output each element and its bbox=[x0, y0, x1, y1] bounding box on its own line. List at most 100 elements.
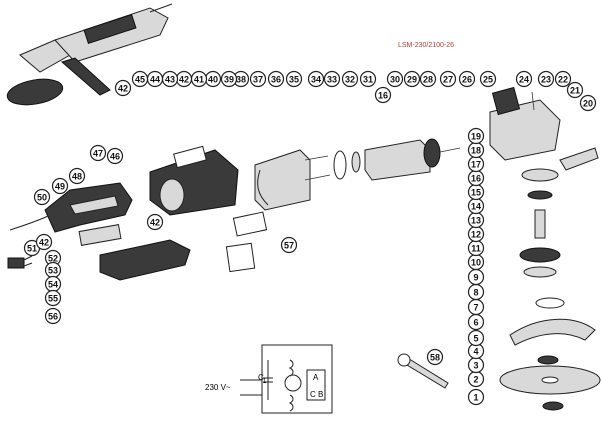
part-number-callout: 30 bbox=[386, 70, 404, 88]
voltage-label: 230 V~ bbox=[205, 383, 231, 392]
part-number-label: 36 bbox=[271, 75, 281, 85]
wheel-guard bbox=[509, 318, 596, 346]
part-number-callout: 42 bbox=[146, 213, 164, 231]
part-number-label: 48 bbox=[72, 172, 82, 182]
part-number-callout: 2 bbox=[467, 370, 485, 388]
part-number-callout: 45 bbox=[131, 70, 149, 88]
part-number-callout: 24 bbox=[515, 70, 533, 88]
part-number-callout: 34 bbox=[307, 70, 325, 88]
main-housing-group bbox=[7, 86, 601, 411]
part-number-callout: 26 bbox=[458, 70, 476, 88]
part-number-callout: 5 bbox=[467, 329, 485, 347]
plug-icon bbox=[7, 257, 25, 269]
part-number-label: 2 bbox=[473, 375, 478, 385]
part-number-label: 3 bbox=[473, 361, 478, 371]
part-number-callout: 41 bbox=[190, 70, 208, 88]
bearing-flange bbox=[519, 247, 561, 263]
svg-text:1: 1 bbox=[263, 379, 267, 385]
part-number-callout: 18 bbox=[467, 141, 485, 159]
part-number-label: 42 bbox=[150, 218, 160, 228]
gear-head bbox=[489, 99, 561, 161]
part-number-label: 23 bbox=[541, 75, 551, 85]
part-number-label: 35 bbox=[289, 75, 299, 85]
part-number-label: 20 bbox=[583, 99, 593, 109]
part-number-label: 1 bbox=[473, 393, 478, 403]
part-number-label: 45 bbox=[135, 75, 145, 85]
part-number-callout: 12 bbox=[467, 225, 485, 243]
part-number-callout: 55 bbox=[44, 289, 62, 307]
part-number-label: 14 bbox=[471, 202, 481, 212]
side-handle bbox=[559, 147, 599, 171]
part-number-label: 56 bbox=[48, 312, 58, 322]
part-number-callout: 48 bbox=[68, 167, 86, 185]
bearing-ring bbox=[333, 150, 347, 180]
part-number-label: 38 bbox=[236, 75, 246, 85]
part-number-label: 15 bbox=[471, 188, 481, 198]
part-number-callout: 50 bbox=[33, 188, 51, 206]
part-number-callout: 21 bbox=[566, 81, 584, 99]
part-number-label: 46 bbox=[110, 152, 120, 162]
svg-text:C: C bbox=[310, 390, 316, 399]
part-number-callout: 3 bbox=[467, 356, 485, 374]
part-number-callout: 49 bbox=[51, 177, 69, 195]
wiring-schematic: C 1 A C B 230 V~ bbox=[205, 344, 333, 414]
part-number-callout: 44 bbox=[146, 70, 164, 88]
part-number-callout: 1 bbox=[467, 388, 485, 406]
part-number-label: 54 bbox=[48, 280, 58, 290]
svg-text:B: B bbox=[318, 390, 323, 399]
part-number-callout: 16 bbox=[374, 86, 392, 104]
part-number-label: 16 bbox=[471, 174, 481, 184]
part-number-callout: 19 bbox=[467, 127, 485, 145]
part-number-callout: 28 bbox=[419, 70, 437, 88]
part-number-callout: 25 bbox=[479, 70, 497, 88]
model-label: LSM-230/2100-26 bbox=[398, 42, 454, 49]
part-number-callout: 27 bbox=[439, 70, 457, 88]
part-number-label: 57 bbox=[284, 241, 294, 251]
part-number-callout: 31 bbox=[359, 70, 377, 88]
part-number-label: 6 bbox=[473, 318, 478, 328]
part-number-callout: 14 bbox=[467, 197, 485, 215]
part-number-callout: 42 bbox=[114, 79, 132, 97]
part-number-label: 53 bbox=[48, 266, 58, 276]
part-number-callout: 13 bbox=[467, 211, 485, 229]
part-number-label: 50 bbox=[37, 193, 47, 203]
part-number-label: 22 bbox=[558, 75, 568, 85]
part-number-label: 21 bbox=[570, 86, 580, 96]
part-number-label: 29 bbox=[407, 75, 417, 85]
part-number-callout: 53 bbox=[44, 261, 62, 279]
part-number-callout: 23 bbox=[537, 70, 555, 88]
part-number-callout: 56 bbox=[44, 307, 62, 325]
part-number-label: 12 bbox=[471, 230, 481, 240]
part-number-callout: 38 bbox=[232, 70, 250, 88]
part-number-callout: 22 bbox=[554, 70, 572, 88]
power-cable bbox=[9, 215, 49, 231]
part-number-label: 34 bbox=[311, 75, 321, 85]
cap-label: C bbox=[258, 373, 264, 382]
assembled-grinder-thumbnail bbox=[6, 3, 173, 106]
part-number-callout: 46 bbox=[106, 147, 124, 165]
part-number-callout: 10 bbox=[467, 253, 485, 271]
part-number-label: 27 bbox=[443, 75, 453, 85]
part-number-label: 17 bbox=[471, 160, 481, 170]
switch-box bbox=[306, 369, 326, 401]
part-number-callout: 47 bbox=[89, 144, 107, 162]
part-number-label: 42 bbox=[179, 75, 189, 85]
part-number-label: 51 bbox=[27, 244, 37, 254]
part-number-label: 11 bbox=[471, 244, 481, 254]
part-number-label: 42 bbox=[39, 238, 49, 248]
part-number-callout: 32 bbox=[341, 70, 359, 88]
part-number-label: 26 bbox=[462, 75, 472, 85]
stator bbox=[254, 149, 311, 211]
part-number-callout: 35 bbox=[285, 70, 303, 88]
part-number-callout: 16 bbox=[467, 169, 485, 187]
part-number-label: 30 bbox=[390, 75, 400, 85]
armature bbox=[364, 139, 431, 181]
part-number-label: 39 bbox=[224, 75, 234, 85]
part-number-callout: 54 bbox=[44, 275, 62, 293]
part-number-label: 28 bbox=[423, 75, 433, 85]
part-number-callout: 42 bbox=[35, 233, 53, 251]
part-number-label: 37 bbox=[253, 75, 263, 85]
part-number-callout: 17 bbox=[467, 155, 485, 173]
part-number-label: 18 bbox=[471, 146, 481, 156]
